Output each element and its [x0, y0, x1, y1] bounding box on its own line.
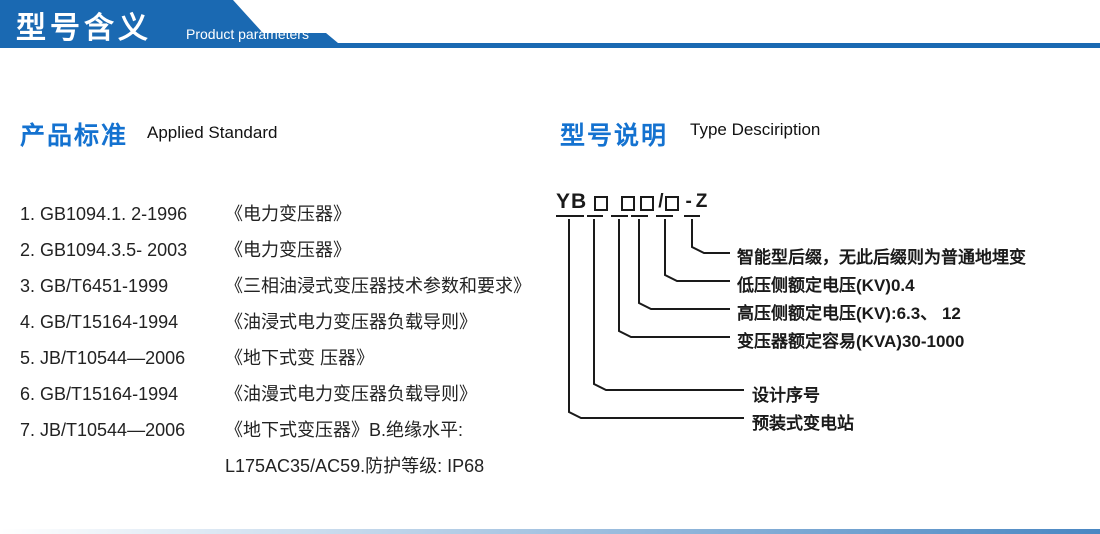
- type-title-cn: 型号说明: [560, 122, 669, 150]
- standards-list-item: 6. GB/T15164-1994 《油漫式电力变压器负载导则》: [20, 376, 550, 412]
- standard-code: 7. JB/T10544—2006: [20, 420, 186, 440]
- label-prefab-substation: 预装式变电站: [752, 414, 854, 433]
- label-high-voltage: 高压侧额定电压(KV):6.3、 12: [737, 304, 961, 323]
- model-placeholder-box-icon: [665, 195, 680, 211]
- page-subtitle: Product parameters: [186, 26, 309, 42]
- standard-code: [20, 448, 225, 484]
- standards-title-en: Applied Standard: [147, 123, 278, 142]
- standards-title-cn: 产品标准: [20, 122, 129, 150]
- standard-title: 《电力变压器》: [225, 204, 351, 224]
- label-smart-suffix: 智能型后缀，无此后缀则为普通地埋变: [737, 248, 1026, 267]
- bottom-gradient-rule: [0, 529, 1100, 534]
- standard-code: 3. GB/T6451-1999: [20, 276, 169, 296]
- standards-list-item: 1. GB1094.1. 2-1996 《电力变压器》: [20, 196, 550, 232]
- page-title: 型号含义: [16, 12, 152, 45]
- standards-list-item: 7. JB/T10544—2006 《地下式变压器》B.绝缘水平:: [20, 412, 550, 448]
- standard-title: 《三相油浸式变压器技术参数和要求》: [225, 276, 531, 296]
- model-suffix: Z: [695, 191, 708, 212]
- model-designation-code: YB / - Z: [556, 190, 707, 214]
- standard-title: L175AC35/AC59.防护等级: IP68: [225, 456, 485, 476]
- standards-list-item: 4. GB/T15164-1994 《油浸式电力变压器负载导则》: [20, 304, 550, 340]
- type-title-en: Type Desciription: [690, 120, 821, 139]
- standard-code: 4. GB/T15164-1994: [20, 312, 179, 332]
- label-low-voltage: 低压侧额定电压(KV)0.4: [737, 276, 915, 295]
- standard-title: 《地下式变 压器》: [225, 348, 375, 368]
- standard-title: 《油浸式电力变压器负载导则》: [225, 312, 477, 332]
- standards-list-item: L175AC35/AC59.防护等级: IP68: [20, 448, 550, 484]
- standard-code: 6. GB/T15164-1994: [20, 384, 179, 404]
- standard-title: 《油漫式电力变压器负载导则》: [225, 384, 477, 404]
- standard-code: 2. GB1094.3.5- 2003: [20, 240, 188, 260]
- model-slash: /: [658, 191, 664, 212]
- standards-list: 1. GB1094.1. 2-1996 《电力变压器》 2. GB1094.3.…: [20, 196, 550, 484]
- standards-list-item: 3. GB/T6451-1999 《三相油浸式变压器技术参数和要求》: [20, 268, 550, 304]
- label-rated-capacity: 变压器额定容易(KVA)30-1000: [737, 332, 965, 351]
- model-prefix: YB: [556, 190, 588, 213]
- standard-title: 《电力变压器》: [225, 240, 351, 260]
- standards-list-item: 5. JB/T10544—2006 《地下式变 压器》: [20, 340, 550, 376]
- model-placeholder-box-icon: [621, 195, 636, 211]
- model-placeholder-box-icon: [640, 195, 655, 211]
- standard-title: 《地下式变压器》B.绝缘水平:: [225, 420, 464, 440]
- standard-code: 1. GB1094.1. 2-1996: [20, 204, 188, 224]
- model-dash: -: [685, 191, 692, 212]
- header-banner: [0, 0, 1100, 48]
- label-design-serial: 设计序号: [752, 386, 820, 405]
- standards-list-item: 2. GB1094.3.5- 2003 《电力变压器》: [20, 232, 550, 268]
- standard-code: 5. JB/T10544—2006: [20, 348, 186, 368]
- model-placeholder-box-icon: [594, 195, 609, 211]
